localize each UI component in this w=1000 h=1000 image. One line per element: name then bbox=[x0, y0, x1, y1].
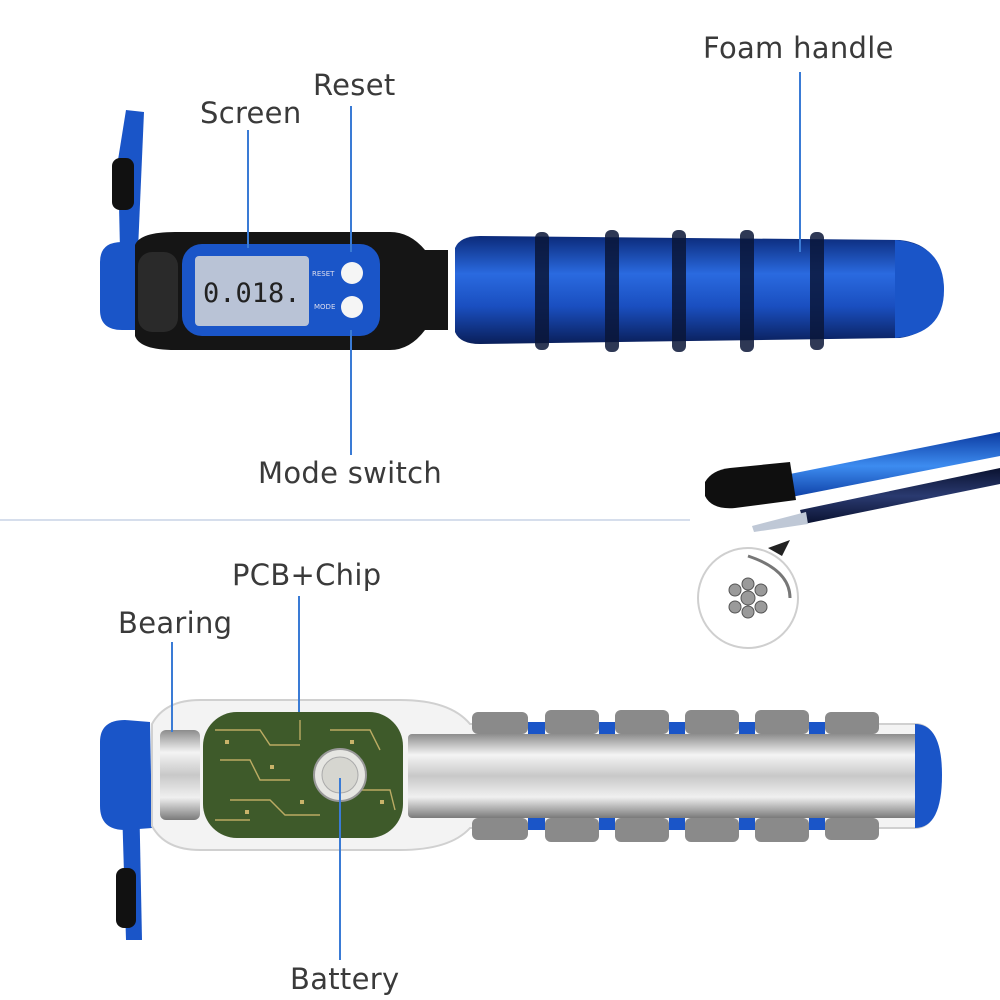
label-reset: Reset bbox=[313, 68, 396, 102]
handle-bottom bbox=[100, 699, 942, 940]
blue-cable bbox=[770, 432, 1000, 500]
reset-button-label: RESET bbox=[312, 270, 335, 278]
end-cap-bottom bbox=[915, 724, 942, 828]
dark-cable bbox=[800, 468, 1000, 524]
rope-end-cap-top bbox=[112, 158, 134, 210]
swivel-cap-bottom bbox=[100, 720, 152, 830]
foam-grooves bbox=[535, 230, 824, 352]
reset-button bbox=[341, 262, 363, 284]
mode-button bbox=[341, 296, 363, 318]
leader-lines-bottom bbox=[171, 596, 341, 960]
label-pcb-chip: PCB+Chip bbox=[232, 558, 382, 592]
label-bearing: Bearing bbox=[118, 606, 233, 640]
mode-button-label: MODE bbox=[314, 303, 335, 311]
bearing bbox=[160, 730, 200, 820]
cable-end-cap bbox=[705, 462, 796, 509]
rope-end-cap-bottom bbox=[116, 868, 136, 928]
leader-lines-top bbox=[247, 72, 801, 455]
swivel-cap bbox=[100, 242, 140, 330]
metal-rod bbox=[408, 734, 920, 818]
cable-inset bbox=[697, 432, 1000, 649]
label-battery: Battery bbox=[290, 962, 400, 996]
label-foam-handle: Foam handle bbox=[703, 31, 894, 65]
label-mode-switch: Mode switch bbox=[258, 456, 443, 490]
bare-wire bbox=[752, 512, 808, 532]
lcd-screen bbox=[195, 256, 309, 326]
lcd-reading: 0.018. bbox=[203, 278, 301, 309]
pcb-board bbox=[203, 712, 403, 838]
foam-segments-bottom bbox=[472, 710, 879, 842]
label-screen: Screen bbox=[200, 96, 302, 130]
handle-top bbox=[100, 110, 944, 352]
foam-handle-top bbox=[455, 236, 944, 344]
